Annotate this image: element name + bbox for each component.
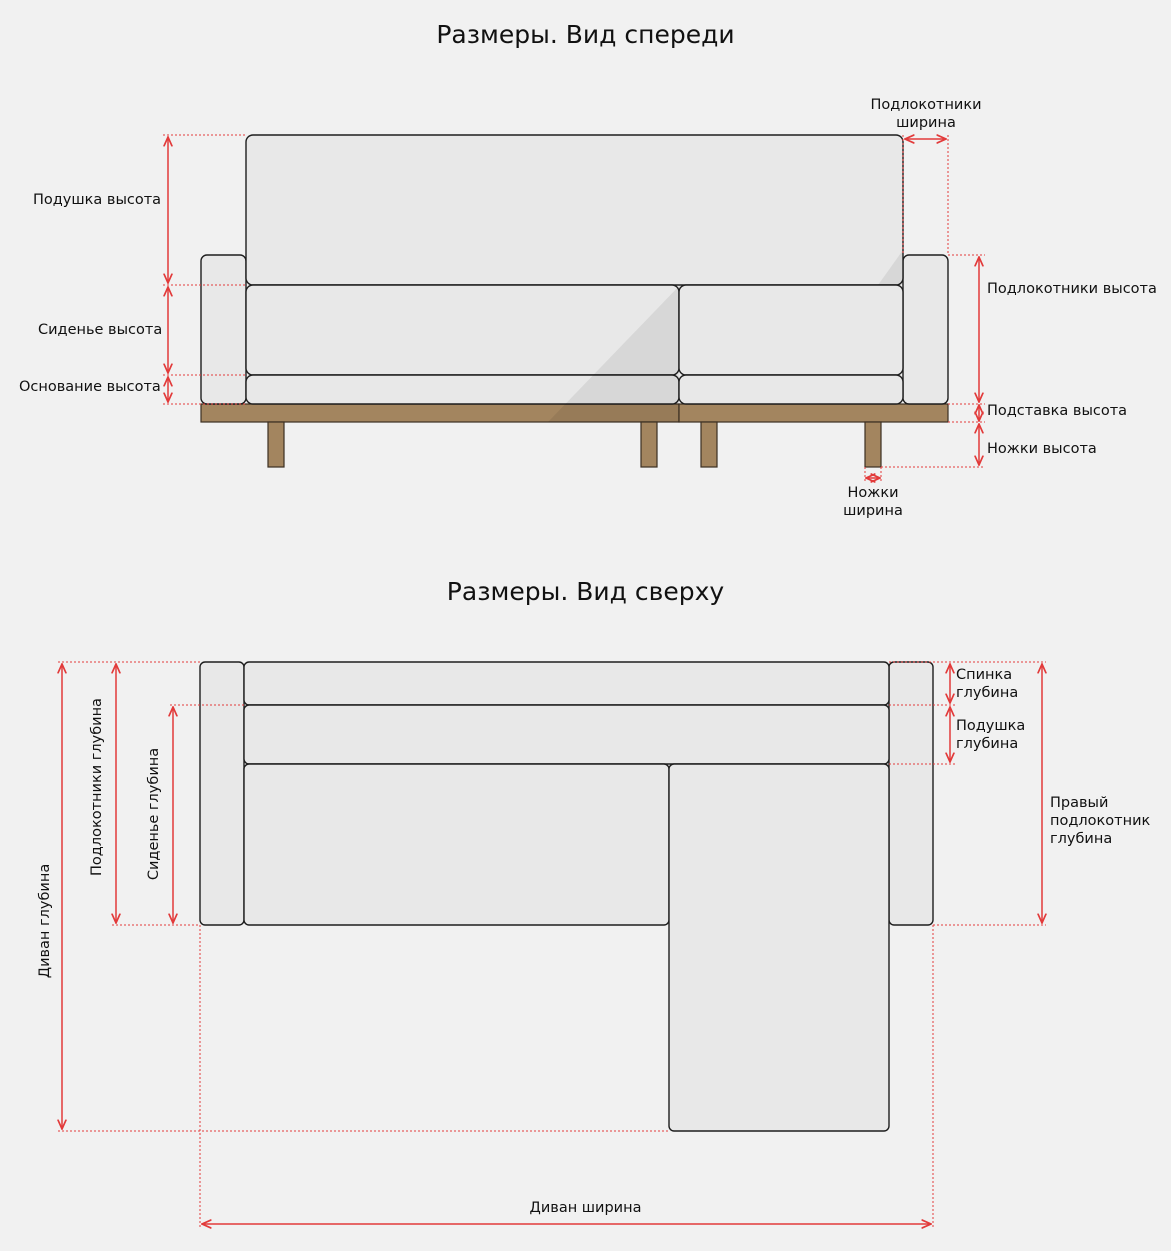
front-reflection [548, 285, 680, 422]
label-cushion-depth: Подушка глубина [956, 718, 1026, 752]
front-leg-2 [640, 421, 658, 468]
top-view-sofa [199, 661, 934, 1132]
front-view-sofa [200, 134, 949, 468]
front-view-dimensions [163, 135, 985, 483]
top-cushion [243, 704, 890, 765]
label-armrest-height: Подлокотники высота [987, 281, 1157, 297]
top-armrest-left [199, 661, 245, 926]
front-armrest-left [200, 254, 247, 405]
label-sofa-width: Диван ширина [529, 1200, 642, 1216]
top-armrest-right [888, 661, 934, 926]
front-leg-4 [864, 421, 882, 468]
label-seat-depth: Сиденье глубина [146, 747, 162, 881]
front-leg-1 [267, 421, 285, 468]
label-right-armrest-depth: Правый подлокотник глубина [1050, 795, 1151, 847]
top-view-dimensions [58, 661, 1046, 1229]
label-base-height: Основание высота [19, 379, 161, 395]
label-armrest-width: Подлокотники ширина [870, 97, 982, 131]
label-back-depth: Спинка глубина [956, 667, 1019, 701]
top-chaise [668, 763, 890, 1132]
front-armrest-right [902, 254, 949, 405]
top-seat [243, 763, 670, 926]
top-back [243, 661, 890, 706]
front-back-cushion [245, 134, 904, 286]
label-cushion-height: Подушка высота [33, 192, 162, 208]
front-seat-cushion-right [678, 284, 904, 376]
label-seat-height: Сиденье высота [38, 322, 163, 338]
label-stand-height: Подставка высота [987, 403, 1128, 419]
label-legs-width: Ножки ширина [843, 485, 903, 519]
top-view-title: Размеры. Вид сверху [446, 577, 725, 606]
front-leg-3 [700, 421, 718, 468]
front-base-plank-right [678, 403, 949, 423]
front-base-cushion-right [678, 374, 904, 405]
label-legs-height: Ножки высота [987, 441, 1097, 457]
front-view-title: Размеры. Вид спереди [436, 20, 735, 49]
label-sofa-depth: Диван глубина [37, 863, 53, 979]
label-armrests-depth: Подлокотники глубина [89, 698, 105, 876]
